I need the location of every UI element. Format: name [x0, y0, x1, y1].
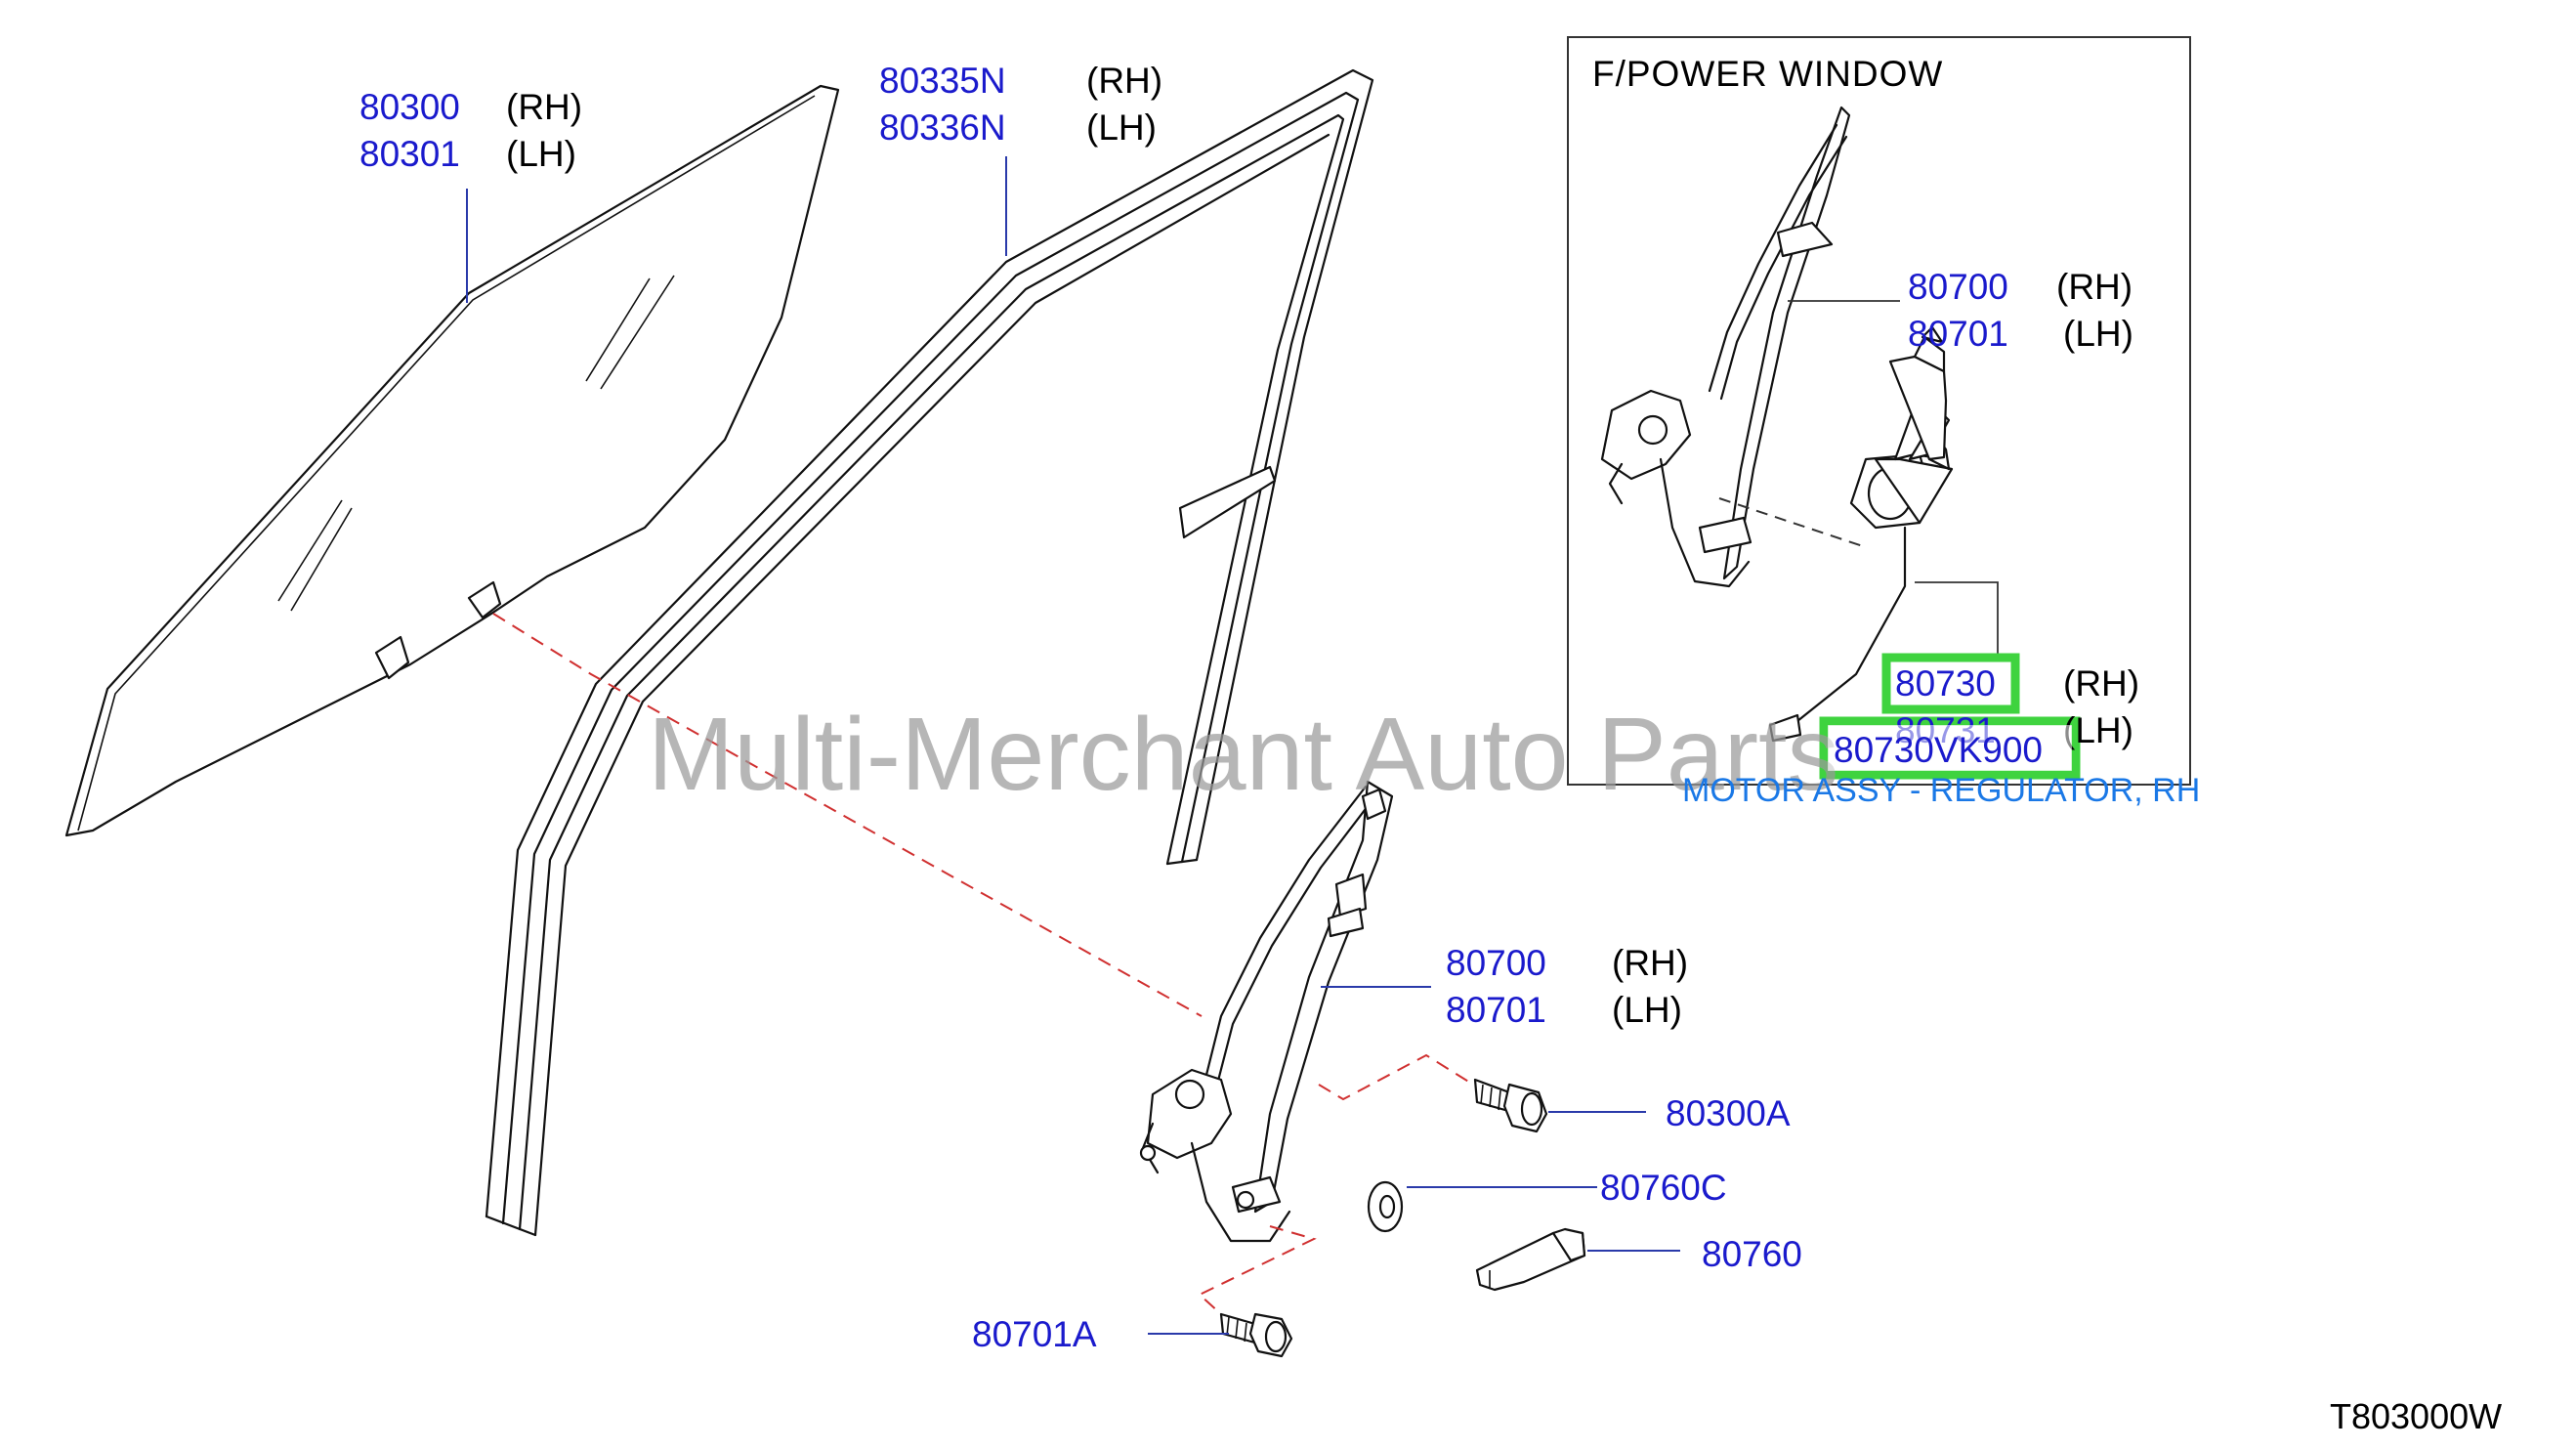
- regulator-handle-drawing[interactable]: [1475, 1227, 1586, 1292]
- leader-lines: [466, 156, 1680, 1335]
- glass-callout[interactable]: 80300 (RH) 80301 (LH): [359, 87, 582, 174]
- channel-rh-part-number[interactable]: 80335N: [879, 61, 1006, 101]
- inset-motor-drawing[interactable]: [1718, 325, 1954, 743]
- channel-lh-part-number[interactable]: 80336N: [879, 107, 1006, 148]
- washer-drawing[interactable]: [1367, 1180, 1404, 1233]
- diagram-code: T803000W: [2330, 1396, 2502, 1436]
- bolt-top-drawing[interactable]: [1473, 1078, 1548, 1133]
- inset-regulator-rh-part-number[interactable]: 80700: [1908, 267, 2008, 307]
- inset-regulator-rh-side: (RH): [2056, 267, 2133, 307]
- bolt-bottom-part-number[interactable]: 80701A: [972, 1314, 1097, 1354]
- highlight-boxes: [1819, 653, 2081, 780]
- selected-part-number[interactable]: 80730VK900: [1834, 730, 2043, 770]
- inset-motor-rh-part-number[interactable]: 80730: [1895, 663, 1996, 704]
- inset-regulator-callout[interactable]: 80700 (RH) 80701 (LH): [1908, 267, 2133, 354]
- channel-lh-side: (LH): [1086, 107, 1157, 148]
- regulator-rh-part-number[interactable]: 80700: [1446, 943, 1546, 983]
- inset-motor-rh-side: (RH): [2063, 663, 2139, 704]
- glass-lh-side: (LH): [506, 134, 576, 174]
- watermark-text: Multi-Merchant Auto Parts: [648, 697, 1838, 812]
- inset-power-window: [1567, 36, 2191, 786]
- bolt-top-part-number[interactable]: 80300A: [1666, 1093, 1791, 1133]
- glass-lh-part-number[interactable]: 80301: [359, 134, 460, 174]
- door-glass-drawing[interactable]: [64, 84, 840, 837]
- bolt-bottom-drawing[interactable]: [1219, 1312, 1293, 1358]
- regulator-rh-side: (RH): [1612, 943, 1688, 983]
- window-regulator-drawing[interactable]: [1139, 780, 1394, 1243]
- dashed-guide-lines: [492, 613, 1471, 1315]
- glass-run-channel-drawing[interactable]: [485, 68, 1374, 1237]
- highlight-label-backdrop: [1828, 725, 2072, 771]
- channel-callout[interactable]: 80335N (RH) 80336N (LH): [879, 61, 1162, 148]
- channel-rh-side: (RH): [1086, 61, 1162, 101]
- glass-rh-side: (RH): [506, 87, 582, 127]
- inset-regulator-lh-side: (LH): [2063, 314, 2133, 354]
- selected-part-description: MOTOR ASSY - REGULATOR, RH: [1682, 772, 2200, 809]
- washer-part-number[interactable]: 80760C: [1600, 1168, 1727, 1208]
- glass-rh-part-number[interactable]: 80300: [359, 87, 460, 127]
- regulator-lh-side: (LH): [1612, 990, 1682, 1030]
- inset-regulator-lh-part-number[interactable]: 80701: [1908, 314, 2008, 354]
- regulator-lh-part-number[interactable]: 80701: [1446, 990, 1546, 1030]
- handle-part-number[interactable]: 80760: [1702, 1234, 1802, 1274]
- inset-motor-lh-side: (LH): [2063, 710, 2133, 750]
- inset-title: F/POWER WINDOW: [1592, 54, 1943, 94]
- inset-regulator-drawing[interactable]: [1600, 106, 1851, 588]
- regulator-callout[interactable]: 80700 (RH) 80701 (LH): [1446, 943, 1688, 1030]
